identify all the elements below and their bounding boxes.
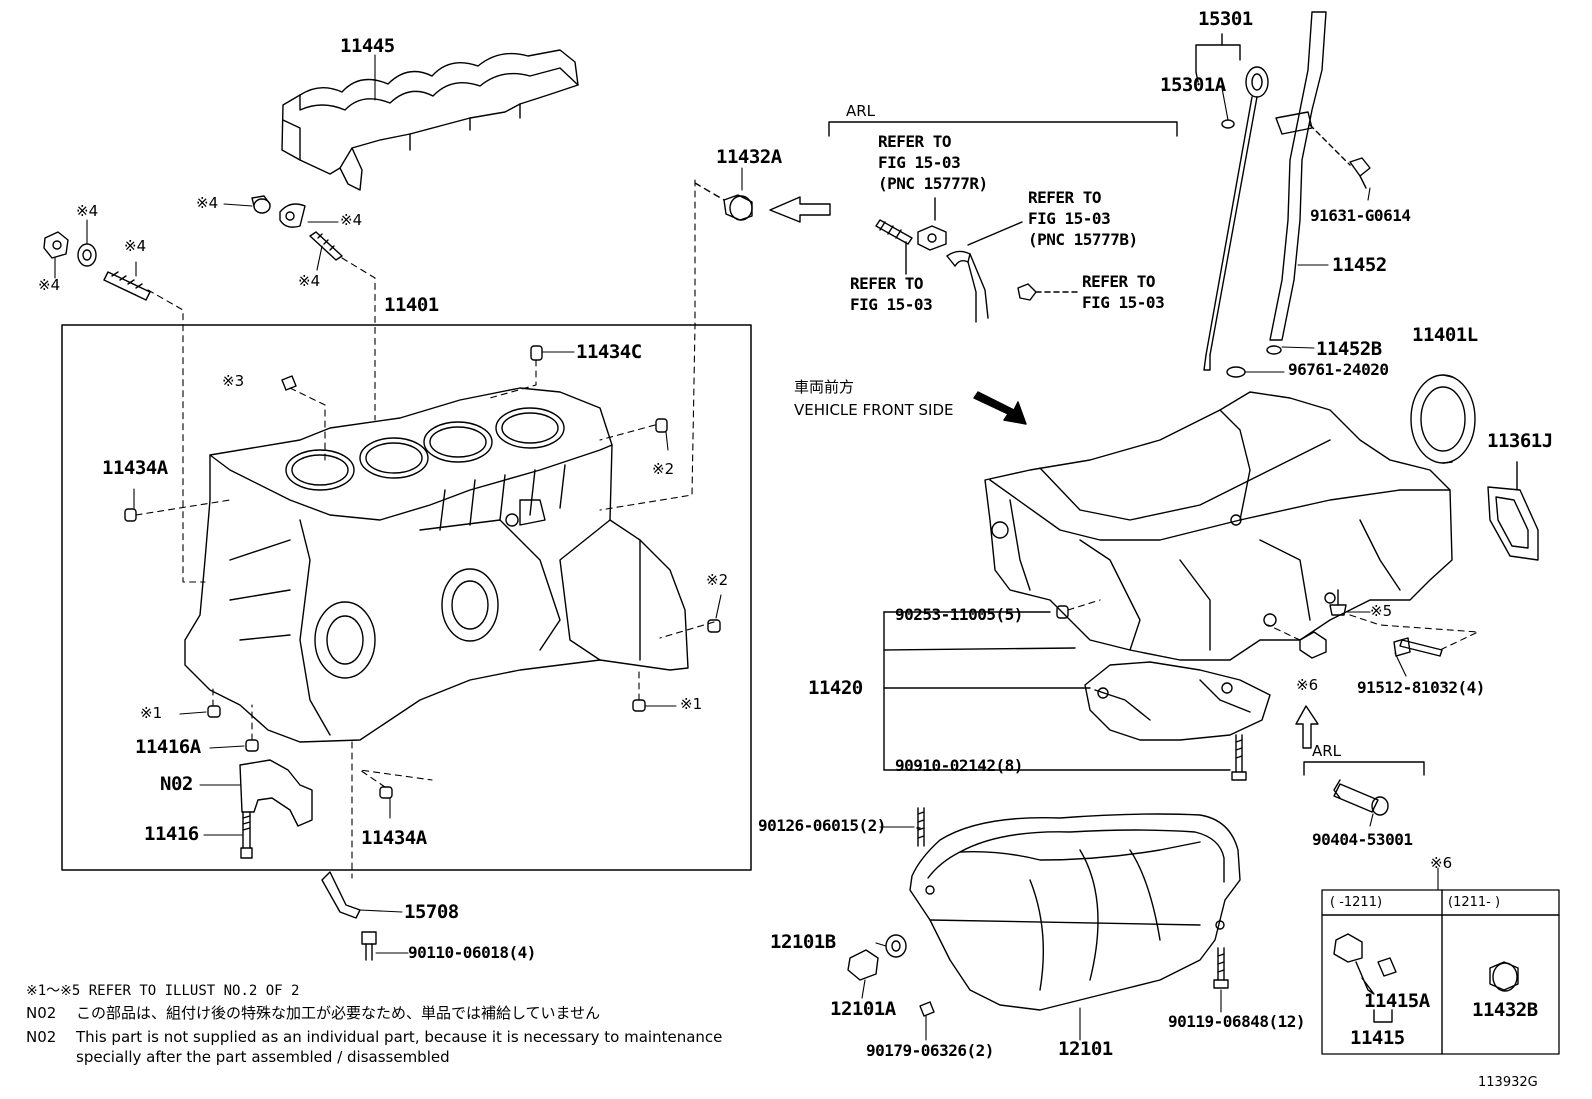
insulator-11445-drawing [281, 49, 579, 191]
label-11432A-top: 11432A [716, 146, 782, 168]
label-refer-3: REFER TO FIG 15-03 [850, 274, 933, 314]
label-leaders [54, 54, 1439, 1041]
label-91631: 91631-G0614 [1310, 206, 1411, 225]
label-12101A: 12101A [830, 998, 896, 1020]
label-refer-2: REFER TO FIG 15-03 (PNC 15777B) [1028, 188, 1138, 249]
label-11401: 11401 [384, 294, 439, 316]
label-mark2a: ※2 [652, 460, 675, 478]
front-arrow [973, 391, 1027, 425]
leader-bracket-11420 [883, 611, 1231, 771]
label-90110: 90110-06018(4) [408, 943, 536, 962]
label-11416A: 11416A [135, 736, 201, 758]
label-11415: 11415 [1350, 1027, 1405, 1049]
label-mark1b: ※1 [680, 695, 703, 713]
label-11434C: 11434C [576, 341, 642, 363]
oil-pressure-switch-90404 [1333, 779, 1389, 816]
arrow-left-top [769, 196, 831, 223]
label-11452B: 11452B [1316, 338, 1382, 360]
label-15301A: 15301A [1160, 74, 1226, 96]
note-line-3-code: N02 [26, 1028, 57, 1046]
gasket-11361J [1487, 461, 1539, 561]
label-mark6: ※6 [1296, 676, 1319, 694]
label-11420: 11420 [808, 677, 863, 699]
label-mark2b: ※2 [706, 571, 729, 589]
fasteners-right [1056, 589, 1443, 781]
note-line-3-text: This part is not supplied as an individu… [76, 1028, 723, 1046]
note-line-2-text: この部品は、組付け後の特殊な加工が必要なため、単品では補給していません [76, 1004, 601, 1022]
label-11445: 11445 [340, 35, 395, 57]
label-mark4e: ※4 [340, 211, 363, 229]
label-mark4b: ※4 [38, 276, 61, 294]
label-15708: 15708 [404, 901, 459, 923]
label-15301: 15301 [1198, 8, 1253, 30]
label-11361J: 11361J [1487, 430, 1553, 452]
label-11434A-bottom: 11434A [361, 827, 427, 849]
box-col2-header: (1211- ) [1448, 895, 1501, 910]
label-arl-bottom: ARL [1312, 742, 1342, 760]
dipstick-15301 [1195, 33, 1269, 371]
label-11452: 11452 [1332, 254, 1387, 276]
label-12101: 12101 [1058, 1038, 1113, 1060]
arl-bracket-top [828, 121, 1178, 137]
oil-pan-12101-drawing [909, 813, 1241, 1011]
cylinder-block-frame [61, 324, 752, 871]
label-mark4f: ※4 [298, 272, 321, 290]
oil-seal-11401L [1410, 374, 1476, 464]
label-11434A-left: 11434A [102, 457, 168, 479]
cylinder-block-drawing [184, 387, 689, 743]
plug-11432A [694, 182, 753, 221]
label-96761: 96761-24020 [1288, 360, 1389, 379]
label-90179: 90179-06326(2) [866, 1041, 994, 1060]
label-front-jp: 車両前方 [794, 378, 855, 396]
label-90404: 90404-53001 [1312, 830, 1413, 849]
oil-strainer-refer-parts [875, 197, 1081, 323]
label-11401L: 11401L [1412, 324, 1478, 346]
label-refer-1: REFER TO FIG 15-03 (PNC 15777R) [878, 132, 988, 193]
label-mark4d: ※4 [196, 194, 219, 212]
label-12101B: 12101B [770, 931, 836, 953]
label-90253: 90253-11005(5) [895, 605, 1023, 624]
label-11416: 11416 [144, 823, 199, 845]
label-mark1a: ※1 [140, 704, 163, 722]
label-90910: 90910-02142(8) [895, 756, 1023, 775]
label-mark5: ※5 [1370, 602, 1393, 620]
box-col1-header: ( -1211) [1330, 895, 1383, 910]
fasteners-top-left [43, 195, 343, 301]
pins-and-caps [124, 345, 721, 859]
label-90126: 90126-06015(2) [758, 816, 886, 835]
oil-pan-upper-11420-drawing [984, 391, 1453, 741]
note-line-4-text: specially after the part assembled / dis… [76, 1048, 450, 1066]
label-11415A: 11415A [1364, 990, 1430, 1012]
fasteners-bottom [321, 807, 1229, 1017]
variant-box [1321, 889, 1560, 1055]
label-11432B: 11432B [1472, 999, 1538, 1021]
label-mark4a: ※4 [76, 202, 99, 220]
label-91512: 91512-81032(4) [1357, 678, 1485, 697]
label-refer-4: REFER TO FIG 15-03 [1082, 272, 1165, 312]
label-arl-top: ARL [846, 102, 876, 120]
figure-number: 113932G [1478, 1075, 1538, 1090]
arrow-up [1295, 705, 1319, 749]
label-front-en: VEHICLE FRONT SIDE [794, 401, 954, 419]
note-line-2-code: N02 [26, 1004, 57, 1022]
dashed-leaders-left [135, 179, 715, 879]
dipstick-guide-11452 [1226, 11, 1371, 378]
label-90119: 90119-06848(12) [1168, 1012, 1306, 1031]
label-mark4c: ※4 [124, 237, 147, 255]
dashed-leaders-right [1067, 599, 1479, 651]
arl-bracket-bottom [1303, 761, 1425, 776]
label-N02: N02 [160, 773, 193, 795]
label-mark6-box: ※6 [1430, 854, 1453, 872]
label-mark3: ※3 [222, 372, 245, 390]
note-line-1: ※1～※5 REFER TO ILLUST NO.2 OF 2 [26, 983, 300, 999]
